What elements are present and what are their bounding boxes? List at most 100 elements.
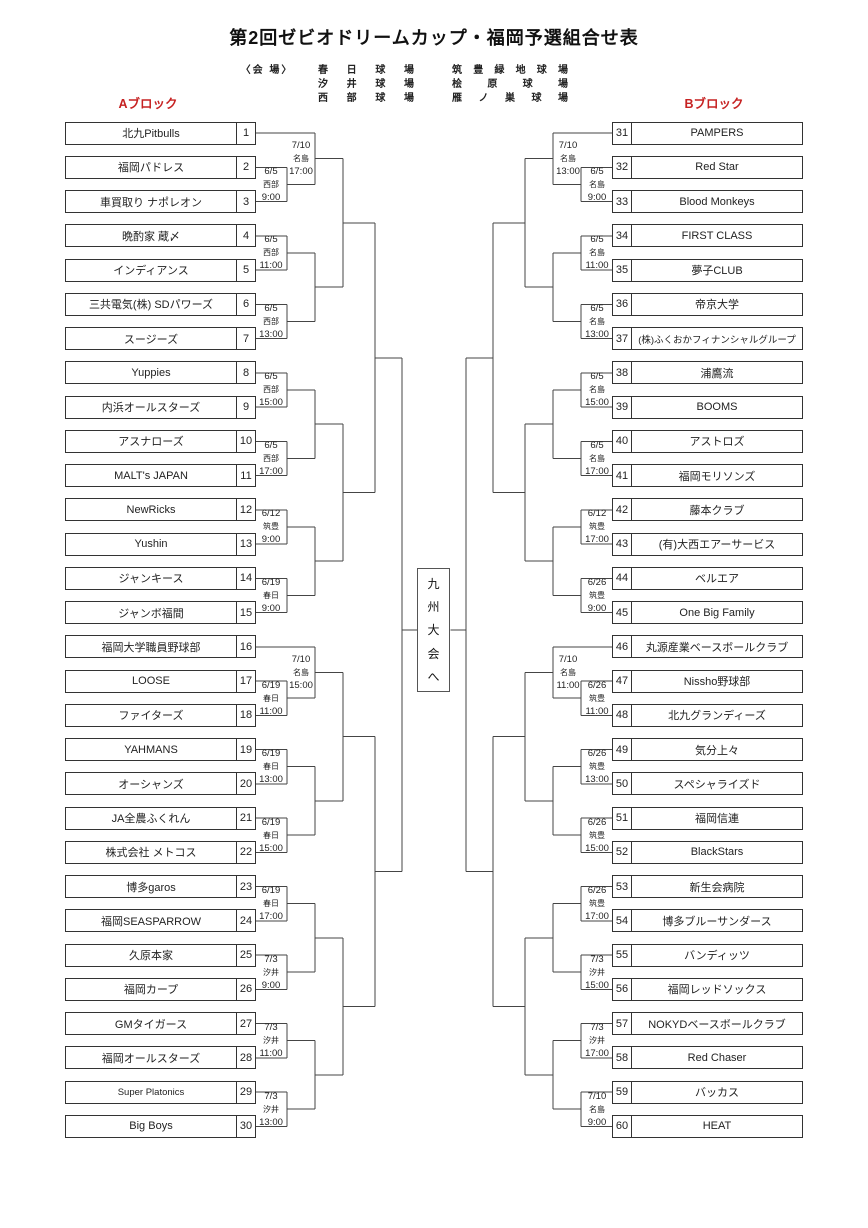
team-name: 福岡レッドソックス — [667, 984, 767, 997]
team-name: 夢子CLUB — [691, 265, 743, 277]
venue-name: 汐 井 球 場 — [318, 79, 414, 91]
team-box: 帝京大学 36 — [612, 292, 803, 316]
team-box: 気分上々 49 — [612, 738, 803, 761]
team-box: 新生会病院 53 — [612, 875, 803, 898]
match-schedule-label: 6/5 名島 9:00 — [577, 165, 617, 204]
team-box: 車買取り ナポレオン 3 — [65, 190, 256, 213]
team-seed-number: 55 — [613, 944, 632, 966]
team-seed-number: 37 — [613, 328, 632, 349]
match-schedule-label: 6/19 春日 9:00 — [251, 576, 291, 615]
match-time: 17:00 — [585, 534, 609, 546]
match-venue: 西部 — [263, 179, 279, 189]
team-box: (有)大西エアーサービス 43 — [612, 532, 803, 556]
match-schedule-label: 6/26 筑豊 11:00 — [577, 679, 617, 718]
match-time: 11:00 — [259, 705, 283, 717]
team-seed-number: 15 — [236, 602, 255, 623]
match-venue: 春日 — [263, 590, 279, 600]
team-seed-number: 9 — [236, 396, 255, 418]
team-box: Nissho野球部 47 — [612, 669, 803, 693]
team-seed-number: 52 — [613, 841, 632, 863]
match-date: 6/19 — [261, 816, 281, 828]
match-time: 9:00 — [587, 1116, 607, 1128]
match-time: 13:00 — [259, 328, 283, 340]
match-time: 9:00 — [261, 979, 281, 991]
team-name: インディアンス — [113, 265, 189, 277]
team-seed-number: 54 — [613, 910, 632, 932]
team-name: Red Chaser — [687, 1051, 747, 1064]
team-box: バンディッツ 55 — [612, 943, 803, 967]
match-time: 17:00 — [259, 465, 283, 477]
match-date: 6/12 — [261, 508, 281, 520]
match-venue: 西部 — [263, 316, 279, 326]
team-name: オーシャンズ — [118, 778, 184, 791]
team-seed-number: 7 — [236, 328, 255, 349]
match-date: 7/10 — [587, 1090, 607, 1102]
kyushu-advance-char: 州 — [427, 600, 440, 615]
match-date: 6/5 — [264, 165, 278, 177]
team-seed-number: 5 — [236, 259, 255, 281]
match-time: 17:00 — [289, 166, 313, 178]
match-venue: 名島 — [589, 453, 605, 463]
team-name: アストロズ — [689, 436, 745, 449]
team-name: BOOMS — [696, 401, 738, 413]
match-time: 13:00 — [585, 328, 609, 340]
team-seed-number: 22 — [236, 841, 255, 863]
block-a-label: Aブロック — [118, 97, 178, 111]
team-name: (株)ふくおかフィナンシャルグループ — [638, 334, 796, 346]
team-seed-number: 16 — [236, 636, 255, 658]
team-seed-number: 43 — [613, 533, 632, 555]
match-date: 6/19 — [261, 885, 281, 897]
match-venue: 筑豊 — [589, 693, 605, 703]
match-date: 6/26 — [587, 576, 607, 588]
match-schedule-label: 6/5 西部 15:00 — [251, 370, 291, 409]
team-box: 三共電気(株) SDパワーズ 6 — [65, 292, 256, 316]
match-schedule-label: 6/26 筑豊 15:00 — [577, 816, 617, 855]
team-name: 気分上々 — [695, 744, 739, 757]
team-seed-number: 17 — [236, 670, 255, 692]
team-box: アストロズ 40 — [612, 429, 803, 453]
team-name: BlackStars — [690, 846, 744, 859]
match-time: 15:00 — [259, 397, 283, 409]
match-venue: 名島 — [589, 248, 605, 258]
match-schedule-label: 6/26 筑豊 13:00 — [577, 747, 617, 786]
match-venue: 筑豊 — [589, 830, 605, 840]
team-seed-number: 26 — [236, 978, 255, 1000]
team-box: Red Star 32 — [612, 155, 803, 179]
team-box: Red Chaser 58 — [612, 1046, 803, 1070]
team-box: Yuppies 8 — [65, 361, 256, 385]
team-box: YAHMANS 19 — [65, 738, 256, 761]
match-date: 6/12 — [587, 508, 607, 520]
match-time: 11:00 — [556, 679, 580, 691]
team-name: Blood Monkeys — [679, 195, 755, 208]
match-schedule-label: 6/5 名島 13:00 — [577, 302, 617, 341]
match-schedule-label: 6/5 西部 9:00 — [251, 165, 291, 204]
match-schedule-label: 6/5 西部 17:00 — [251, 439, 291, 478]
match-date: 7/10 — [558, 653, 578, 665]
team-box: PAMPERS 31 — [612, 121, 803, 145]
match-venue: 名島 — [589, 1104, 605, 1114]
team-box: JA全農ふくれん 21 — [65, 806, 256, 830]
match-time: 13:00 — [556, 166, 580, 178]
team-name: スージーズ — [123, 333, 179, 346]
team-name: Super Platonics — [117, 1086, 185, 1098]
team-box: 内浜オールスターズ 9 — [65, 395, 256, 419]
team-name: 藤本クラブ — [689, 504, 745, 517]
match-venue: 名島 — [589, 316, 605, 326]
team-name: LOOSE — [132, 675, 170, 687]
kyushu-advance-char: 九 — [427, 577, 440, 592]
team-box: 福岡モリソンズ 41 — [612, 464, 803, 487]
team-seed-number: 35 — [613, 259, 632, 281]
match-time: 13:00 — [259, 774, 283, 786]
team-name: 福岡信連 — [695, 813, 739, 825]
match-venue: 汐井 — [589, 967, 605, 977]
kyushu-advance-char: 大 — [427, 623, 440, 638]
match-date: 6/5 — [590, 165, 604, 177]
team-box: HEAT 60 — [612, 1114, 803, 1138]
match-time: 17:00 — [585, 911, 609, 923]
match-date: 6/5 — [590, 302, 604, 314]
match-time: 15:00 — [289, 679, 313, 691]
team-seed-number: 25 — [236, 944, 255, 966]
team-seed-number: 29 — [236, 1081, 255, 1103]
team-seed-number: 57 — [613, 1013, 632, 1034]
match-schedule-label: 7/10 名島 17:00 — [281, 139, 321, 178]
